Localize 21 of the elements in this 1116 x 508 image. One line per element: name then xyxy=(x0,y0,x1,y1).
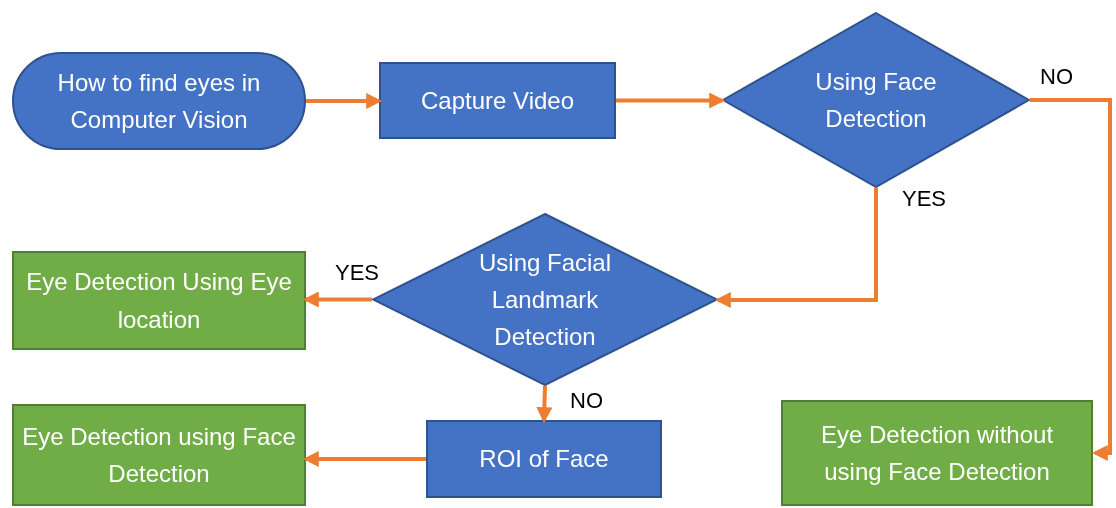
process-box xyxy=(379,62,616,139)
node-label: Using Facial Landmark Detection xyxy=(477,247,612,353)
node-label: Eye Detection without using Face Detection xyxy=(819,419,1055,487)
result-box xyxy=(781,400,1093,506)
arrow xyxy=(536,385,553,424)
arrow xyxy=(616,92,726,109)
arrow xyxy=(302,291,372,308)
arrow xyxy=(714,186,878,308)
node-label: Eye Detection Using Eye location xyxy=(25,267,293,335)
node-label: Capture Video xyxy=(420,85,575,116)
result-box xyxy=(12,251,306,350)
arrow xyxy=(302,451,426,467)
process-box xyxy=(426,420,662,498)
node-label: Using Face Detection xyxy=(814,66,938,134)
node-label: ROI of Face xyxy=(478,444,610,475)
decision-diamond xyxy=(722,12,1030,188)
arrow xyxy=(306,93,383,109)
arrow xyxy=(1030,98,1112,461)
result-box xyxy=(12,404,306,506)
node-label: Eye Detection using Face Detection xyxy=(21,421,297,489)
node-label: How to find eyes in Computer Vision xyxy=(56,67,262,135)
